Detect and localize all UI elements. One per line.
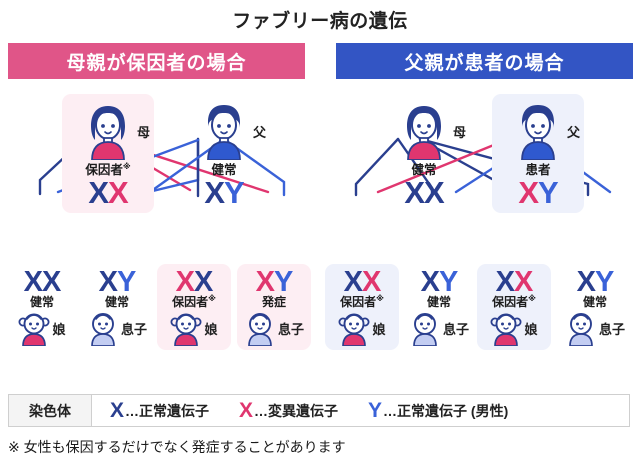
- panel-header-mother-carrier: 母親が保因者の場合: [8, 43, 305, 79]
- son-icon: [569, 312, 593, 346]
- child-figure: 息子: [237, 311, 311, 347]
- father-icon: 父: [492, 100, 584, 162]
- parent-role-label: 母: [452, 125, 466, 140]
- parent-genotype: XX: [88, 174, 128, 210]
- parent-role-label: 父: [252, 125, 266, 140]
- parent-genotype: XX: [404, 174, 444, 210]
- son-icon: [248, 312, 272, 346]
- parent-mother: 母 健常 XX: [378, 94, 470, 213]
- child-kind-label: 娘: [372, 322, 386, 338]
- child-kind-label: 娘: [204, 322, 218, 338]
- child-status-label: 健常: [582, 295, 607, 310]
- legend-item-label: …正常遺伝子: [125, 402, 210, 419]
- panel-mother-carrier: 母 保因者※ XX 父 健常 XY: [0, 92, 320, 382]
- father-icon: 父: [178, 100, 270, 162]
- child-figure: 娘: [5, 311, 79, 347]
- legend-title: 染色体: [9, 395, 92, 426]
- footnote: ※ 女性も保因するだけでなく発症することがあります: [8, 439, 346, 455]
- parent-father: 父 患者 XY: [492, 94, 584, 214]
- child-kind-label: 息子: [442, 322, 469, 338]
- parent-mother: 母 保因者※ XX: [62, 94, 154, 214]
- parent-status-label: 健常: [411, 163, 437, 178]
- child-figure: 娘: [157, 311, 231, 347]
- child-kind-label: 息子: [598, 322, 625, 338]
- daughter-icon: [170, 313, 202, 346]
- child-genotype: XY: [255, 266, 294, 298]
- parent-genotype: XY: [204, 174, 244, 210]
- child-cell: XX 保因者※ 娘: [325, 264, 399, 350]
- child-status-label: 保因者※: [492, 294, 536, 310]
- x-pink-glyph: X: [239, 399, 254, 422]
- child-status-label: 健常: [104, 295, 129, 310]
- child-genotype: XY: [420, 266, 459, 298]
- child-kind-label: 息子: [277, 322, 304, 338]
- child-cell: XY 健常 息子: [558, 264, 632, 350]
- child-status-label: 保因者※: [340, 294, 384, 310]
- legend-item-mutant-gene: X …変異遺伝子: [239, 400, 338, 421]
- child-genotype: XX: [495, 266, 534, 298]
- chromosome-legend: 染色体 X …正常遺伝子 X …変異遺伝子 Y …正常遺伝子 (男性): [8, 394, 630, 427]
- mother-icon: 母: [62, 100, 154, 162]
- child-cell: XY 健常 息子: [80, 264, 154, 350]
- child-genotype: XY: [576, 266, 615, 298]
- child-status-label: 健常: [426, 295, 451, 310]
- parent-role-label: 父: [566, 125, 580, 140]
- legend-item-label: …変異遺伝子: [254, 402, 339, 419]
- child-cell: XY 健常 息子: [402, 264, 476, 350]
- legend-items: X …正常遺伝子 X …変異遺伝子 Y …正常遺伝子 (男性): [92, 395, 629, 426]
- child-genotype: XX: [23, 266, 62, 298]
- parent-status-label: 健常: [211, 163, 237, 178]
- child-genotype: XY: [98, 266, 137, 298]
- child-figure: 娘: [477, 311, 551, 347]
- child-genotype: XX: [343, 266, 382, 298]
- parent-status-label: 患者: [525, 163, 551, 178]
- parent-father: 父 健常 XY: [178, 94, 270, 213]
- child-status-label: 発症: [261, 295, 286, 310]
- mother-icon: 母: [378, 100, 470, 162]
- panel-header-father-patient: 父親が患者の場合: [336, 43, 633, 79]
- son-icon: [413, 312, 437, 346]
- child-cell: XX 保因者※ 娘: [477, 264, 551, 350]
- child-cell: XX 保因者※ 娘: [157, 264, 231, 350]
- child-figure: 息子: [80, 311, 154, 347]
- legend-item-normal-gene: X …正常遺伝子: [110, 400, 209, 421]
- legend-item-label: …正常遺伝子 (男性): [383, 402, 509, 419]
- child-kind-label: 娘: [52, 322, 66, 338]
- child-cell: XX 健常 娘: [5, 264, 79, 350]
- y-blue-glyph: Y: [368, 399, 383, 422]
- panel-father-patient: 母 健常 XX 父 患者 XY: [320, 92, 640, 382]
- child-kind-label: 娘: [524, 322, 538, 338]
- child-figure: 息子: [402, 311, 476, 347]
- child-kind-label: 息子: [120, 322, 147, 338]
- child-figure: 息子: [558, 311, 632, 347]
- parent-role-label: 母: [136, 125, 150, 140]
- child-figure: 娘: [325, 311, 399, 347]
- x-navy-glyph: X: [110, 399, 125, 422]
- daughter-icon: [18, 313, 50, 346]
- parent-status-label: 保因者※: [85, 162, 131, 178]
- child-status-label: 保因者※: [172, 294, 216, 310]
- son-icon: [91, 312, 115, 346]
- child-genotype: XX: [175, 266, 214, 298]
- daughter-icon: [490, 313, 522, 346]
- page-title: ファブリー病の遺伝: [232, 11, 408, 32]
- child-cell: XY 発症 息子: [237, 264, 311, 350]
- parent-genotype: XY: [518, 174, 558, 210]
- child-status-label: 健常: [29, 295, 54, 310]
- daughter-icon: [338, 313, 370, 346]
- legend-item-male-normal-gene: Y …正常遺伝子 (男性): [368, 400, 508, 421]
